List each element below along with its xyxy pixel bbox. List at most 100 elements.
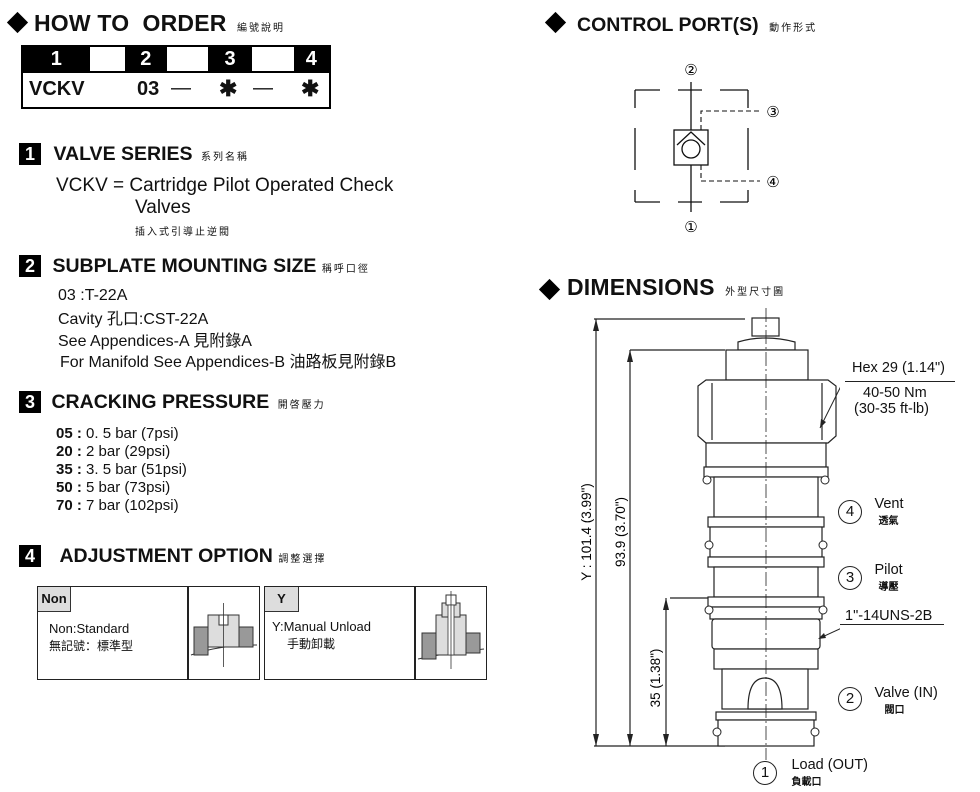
cartridge-dimension-drawing: Y : 101.4 (3.99") 93.9 (3.70") 35 (1.38"… — [580, 308, 840, 760]
diamond-bullet-icon — [538, 278, 561, 301]
port-1-label: ① — [684, 218, 697, 236]
port-name-cjk: 透氣 — [878, 516, 899, 527]
standard-adjustment-diagram-icon — [190, 603, 258, 667]
pressure-value: 3. 5 bar (51psi) — [81, 461, 187, 478]
body-length-label: 93.9 (3.70") — [613, 497, 628, 567]
port-number: 3 — [838, 566, 862, 590]
cracking-pressure-list: 05 : 0. 5 bar (7psi) 20 : 2 bar (29psi) … — [56, 425, 187, 515]
pressure-code: 20 : — [56, 443, 82, 460]
port-name: Pilot — [874, 562, 903, 578]
option-desc: Y:Manual Unload — [272, 619, 372, 634]
pressure-code: 70 : — [56, 497, 82, 514]
order-col-2: 2 — [125, 46, 167, 72]
port-number: 1 — [753, 761, 777, 785]
order-size-code: 03 — [137, 78, 160, 100]
pressure-value: 5 bar (73psi) — [81, 479, 171, 496]
thread-leader-line — [840, 624, 944, 625]
port-load-out: 1 Load (OUT) 負載口 — [753, 757, 868, 790]
diamond-bullet-icon — [544, 11, 567, 34]
pressure-code: 50 : — [56, 479, 82, 496]
valve-series-title: VALVE SERIES — [53, 143, 193, 165]
order-dash-1: — — [171, 77, 191, 99]
section-subplate: 2 SUBPLATE MOUNTING SIZE 稱呼口徑 — [19, 255, 370, 278]
subplate-title-cjk: 稱呼口徑 — [321, 264, 370, 275]
option-divider — [187, 587, 189, 679]
section-adjustment: 4 ADJUSTMENT OPTION 調整選擇 — [19, 545, 326, 568]
section-cracking-pressure: 3 CRACKING PRESSURE 開啓壓力 — [19, 391, 326, 414]
subplate-line-3: See Appendices-A 見附錄A — [58, 333, 252, 350]
order-gap — [251, 46, 294, 72]
option-tag: Y — [265, 587, 299, 612]
order-series-code: VCKV — [29, 78, 85, 100]
order-code-row: VCKV 03 — ✱ — ✱ — [22, 71, 330, 108]
order-code-table: 1 2 3 4 VCKV 03 — ✱ — ✱ — [21, 45, 331, 109]
order-pressure-code: ✱ — [219, 76, 238, 101]
port-3-label: ③ — [766, 103, 779, 121]
adjustment-title: ADJUSTMENT OPTION — [59, 545, 273, 567]
dimensions-header: DIMENSIONS 外型尺寸圖 — [538, 274, 786, 301]
manual-unload-diagram-icon — [417, 591, 485, 669]
port-name: Valve (IN) — [874, 685, 938, 701]
hex-size-label: Hex 29 (1.14") — [852, 360, 945, 376]
option-desc-cjk: 手動卸載 — [287, 637, 336, 651]
order-dash-2: — — [253, 77, 273, 99]
how-to-order-title: HOW TO ORDER — [34, 10, 227, 36]
cracking-pressure-item: 05 : 0. 5 bar (7psi) — [56, 425, 187, 443]
order-col-3: 3 — [208, 46, 252, 72]
how-to-order-header: HOW TO ORDER 編號說明 — [6, 10, 286, 37]
section-valve-series: 1 VALVE SERIES 系列名稱 — [19, 143, 249, 166]
pressure-value: 0. 5 bar (7psi) — [81, 425, 179, 442]
dimensions-title: DIMENSIONS — [567, 274, 715, 300]
valve-series-cjk: 插入式引導止逆閥 — [135, 227, 231, 238]
pressure-code: 35 : — [56, 461, 82, 478]
adjustment-title-cjk: 調整選擇 — [278, 554, 327, 565]
order-col-1: 1 — [22, 46, 90, 72]
option-desc: Non:Standard — [49, 621, 130, 636]
diamond-bullet-icon — [6, 11, 29, 34]
port-valve-in: 2 Valve (IN) 閥口 — [838, 685, 938, 718]
pressure-value: 7 bar (102psi) — [81, 497, 179, 514]
adjustment-option-standard: Non Non:Standard 無記號：標準型 — [37, 586, 260, 680]
torque-nm-label: 40-50 Nm — [863, 385, 927, 401]
section-number-4: 4 — [19, 545, 41, 567]
hex-leader-line — [845, 381, 955, 382]
pressure-code: 05 : — [56, 425, 82, 442]
cracking-pressure-item: 70 : 7 bar (102psi) — [56, 497, 187, 515]
dimensions-title-cjk: 外型尺寸圖 — [725, 287, 786, 298]
port-vent: 4 Vent 透氣 — [838, 496, 903, 529]
port-name: Vent — [874, 496, 904, 512]
port-2-label: ② — [684, 61, 697, 79]
lower-length-label: 35 (1.38") — [648, 649, 663, 708]
section-number-3: 3 — [19, 391, 41, 413]
cracking-pressure-item: 50 : 5 bar (73psi) — [56, 479, 187, 497]
control-ports-title: CONTROL PORT(S) — [577, 14, 759, 36]
order-gap — [166, 46, 209, 72]
cracking-pressure-item: 20 : 2 bar (29psi) — [56, 443, 187, 461]
subplate-title: SUBPLATE MOUNTING SIZE — [52, 255, 317, 277]
order-gap — [89, 46, 125, 72]
option-desc-cjk: 無記號：標準型 — [49, 639, 134, 653]
port-number: 2 — [838, 687, 862, 711]
control-ports-header: CONTROL PORT(S) 動作形式 — [544, 11, 818, 37]
subplate-line-2: Cavity 孔口:CST-22A — [58, 311, 209, 328]
order-option-code: ✱ — [301, 76, 320, 101]
control-ports-title-cjk: 動作形式 — [769, 23, 818, 34]
port-name-cjk: 負載口 — [791, 777, 822, 788]
torque-ftlb-label: (30-35 ft-lb) — [854, 401, 929, 417]
how-to-order-title-cjk: 編號說明 — [237, 23, 286, 34]
option-divider — [414, 587, 416, 679]
option-tag: Non — [38, 587, 71, 612]
port-name-cjk: 導壓 — [878, 582, 899, 593]
adjustment-option-manual-unload: Y Y:Manual Unload 手動卸載 — [264, 586, 487, 680]
port-number: 4 — [838, 500, 862, 524]
cracking-pressure-title: CRACKING PRESSURE — [51, 391, 270, 413]
overall-length-label: Y : 101.4 (3.99") — [580, 483, 594, 581]
port-name: Load (OUT) — [791, 757, 869, 773]
valve-series-line2: Valves — [135, 197, 191, 218]
thread-spec-label: 1"-14UNS-2B — [845, 608, 933, 624]
control-port-schematic: ② ③ ④ ① — [634, 61, 780, 236]
valve-series-line1: VCKV = Cartridge Pilot Operated Check — [56, 175, 394, 196]
section-number-2: 2 — [19, 255, 41, 277]
subplate-line-4: For Manifold See Appendices-B 油路板見附錄B — [60, 354, 397, 371]
valve-series-title-cjk: 系列名稱 — [200, 152, 249, 163]
